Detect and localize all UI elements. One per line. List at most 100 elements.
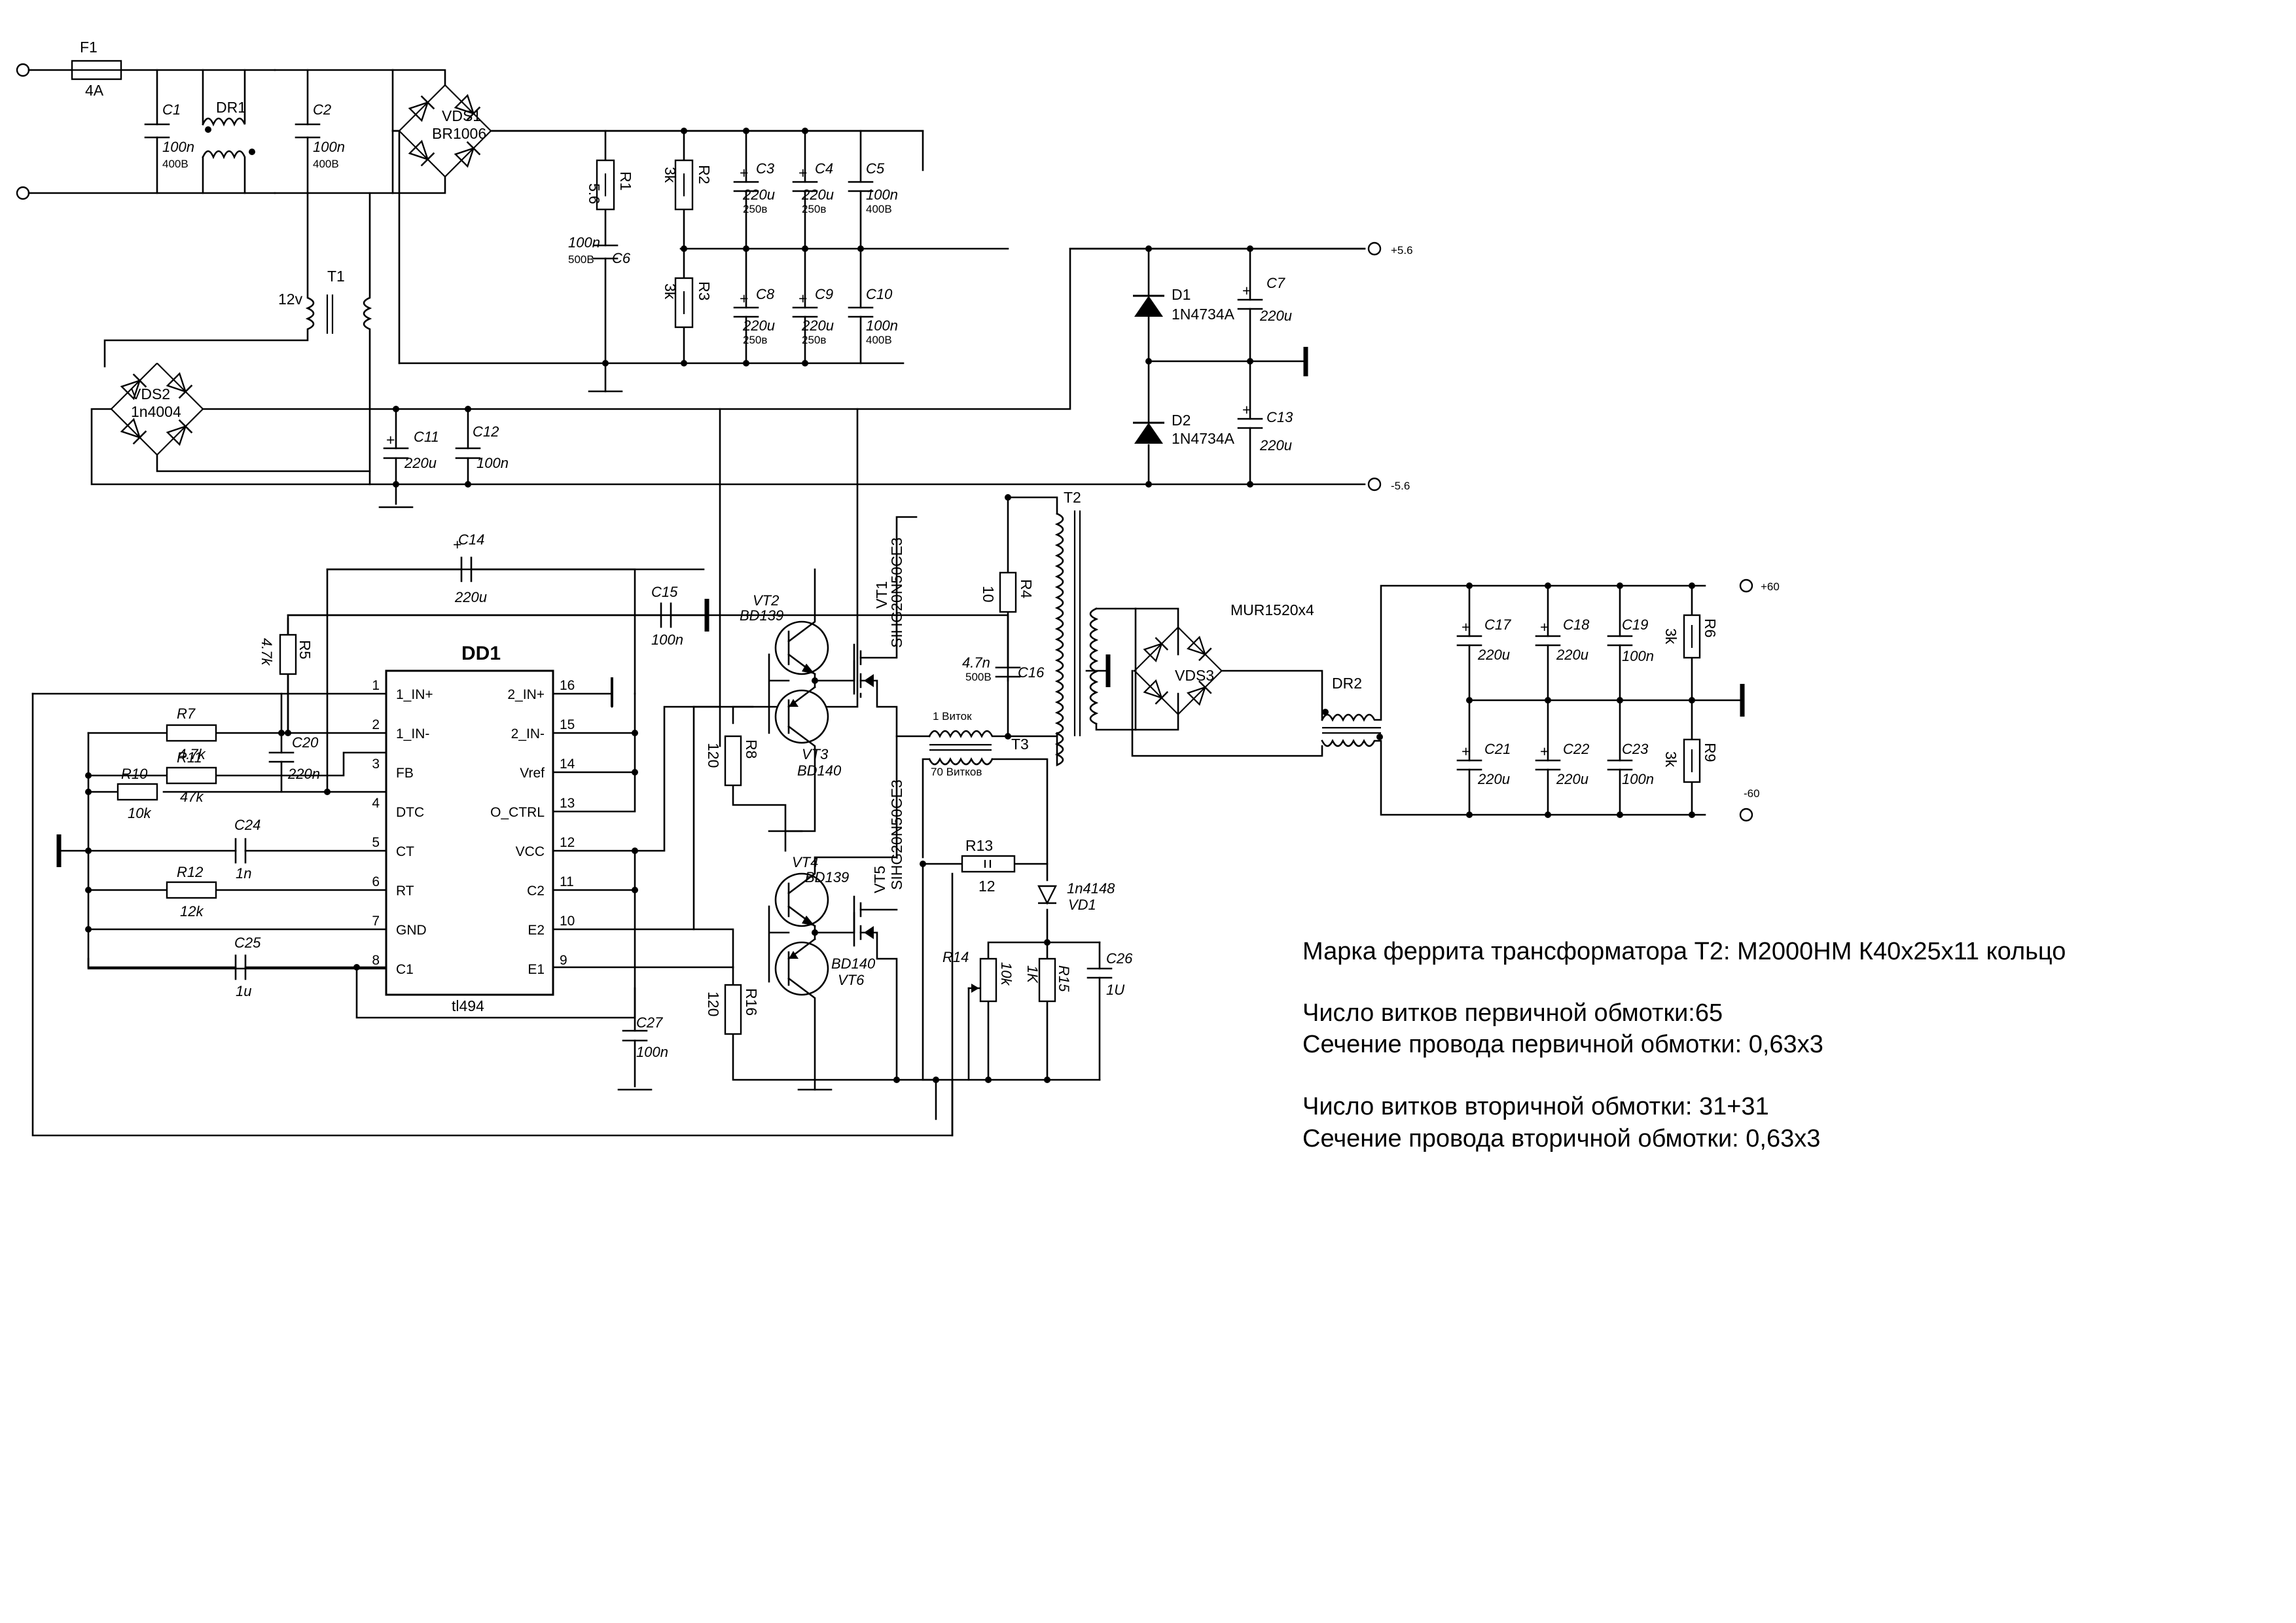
ic-pin-number: 5 [372, 835, 380, 850]
transistor-vt2 [774, 620, 829, 675]
svg-text:C15: C15 [651, 584, 678, 600]
svg-text:C21: C21 [1484, 741, 1511, 757]
svg-text:+: + [386, 431, 395, 448]
svg-text:R8: R8 [743, 740, 760, 758]
svg-text:VT4: VT4 [792, 854, 818, 870]
svg-text:C14: C14 [458, 531, 484, 548]
ic-pin-name: CT [396, 844, 414, 859]
zener-supply: D1 1N4734A D2 1N4734A + C7 220u + C13 22… [1069, 241, 1413, 492]
ic-right-pins: 162_IN+152_IN-14Vref13O_CTRL12VCC11C210E… [490, 678, 575, 977]
svg-text:VDS2: VDS2 [131, 385, 170, 402]
mosfet-vt5: VT5 SIHG20N50CE3 [814, 779, 905, 1081]
ic-pin-number: 6 [372, 874, 380, 889]
capacitor-c10: C10 100n 400В [848, 247, 898, 365]
svg-text:+: + [1242, 282, 1251, 299]
svg-text:10k: 10k [128, 805, 151, 821]
capacitor-c4: + C4 220u 250в [792, 130, 834, 250]
svg-text:100n: 100n [636, 1044, 668, 1060]
transistor-vt3 [774, 689, 829, 744]
svg-text:MUR1520x4: MUR1520x4 [1230, 601, 1314, 618]
svg-text:1U: 1U [1106, 982, 1124, 998]
svg-text:C13: C13 [1266, 409, 1293, 425]
output-caps: + C17 220u + C21 220u + C18 220u + C22 2… [1456, 579, 1780, 822]
ic-pin-number: 16 [560, 678, 575, 693]
svg-text:C25: C25 [234, 935, 261, 951]
ic-pin-name: GND [396, 923, 427, 938]
ic-pin-name: E1 [528, 962, 545, 977]
capacitor-c3: + C3 220u 250в [733, 130, 775, 250]
svg-text:VDS3: VDS3 [1175, 667, 1214, 684]
svg-text:C18: C18 [1563, 616, 1590, 633]
ic-right-network: C27 100n [552, 408, 859, 1091]
svg-text:12: 12 [978, 878, 996, 895]
current-sense: R13 12 1n4148 VD1 R14 10k 1K R15 C26 1U [920, 837, 1133, 1137]
svg-text:220n: 220n [287, 766, 320, 782]
svg-text:4.7k: 4.7k [178, 746, 206, 762]
transformer-t3: 1 Виток 70 Витков T3 [895, 710, 1058, 865]
svg-text:R5: R5 [296, 640, 314, 659]
rail-minus-60: -60 [1744, 787, 1760, 800]
svg-text:T3: T3 [1011, 736, 1029, 753]
rail-minus-5-6: -5.6 [1391, 480, 1410, 492]
svg-text:1N4734A: 1N4734A [1172, 306, 1235, 323]
svg-text:C10: C10 [866, 286, 893, 302]
bridge-vds1: VDS1 BR1006 [399, 85, 491, 177]
ic-pin-number: 8 [372, 953, 380, 968]
ic-dd1: DD1 tl494 11_IN+21_IN-3FB4DTC5CT6RT7GND8… [372, 643, 575, 1014]
ic-pin-name: E2 [528, 923, 545, 938]
capacitor-c6: 100n 500В C6 [568, 234, 631, 266]
c2-ref: C2 [313, 101, 331, 118]
svg-text:BD140: BD140 [797, 762, 842, 779]
svg-text:100n: 100n [313, 139, 345, 155]
zener-d2 [1132, 421, 1166, 445]
svg-text:3k: 3k [662, 167, 679, 183]
svg-text:R4: R4 [1018, 579, 1035, 599]
ic-pin-name: DTC [396, 805, 424, 820]
svg-text:BD139: BD139 [740, 607, 783, 624]
mosfet-vt1: VT1 SIHG20N50CE3 [814, 516, 918, 859]
svg-text:100n: 100n [1622, 771, 1654, 787]
svg-text:C16: C16 [1018, 664, 1045, 681]
ic-pin-number: 9 [560, 953, 567, 968]
svg-text:R14: R14 [942, 949, 969, 965]
svg-text:DR2: DR2 [1332, 675, 1362, 692]
note-primary-turns: Число витков первичной обмотки:65 [1302, 999, 1723, 1027]
svg-text:VD1: VD1 [1068, 897, 1096, 913]
ic-pin-name: Vref [520, 766, 545, 781]
svg-text:C17: C17 [1484, 616, 1511, 633]
mains-terminal-l [16, 63, 30, 77]
ic-pin-number: 10 [560, 914, 575, 929]
rail-plus-60: +60 [1761, 580, 1780, 593]
svg-text:SIHG20N50CE3: SIHG20N50CE3 [888, 537, 905, 648]
svg-text:BD139: BD139 [805, 869, 849, 885]
svg-text:R1: R1 [617, 171, 634, 190]
svg-text:220u: 220u [801, 187, 834, 203]
note-primary-wire: Сечение провода первичной обмотки: 0,63х… [1302, 1031, 1823, 1058]
svg-text:VT1: VT1 [873, 581, 890, 609]
svg-text:R15: R15 [1056, 965, 1072, 992]
svg-text:100n: 100n [866, 187, 898, 203]
svg-text:R7: R7 [177, 705, 196, 722]
svg-text:250в: 250в [743, 203, 767, 215]
svg-text:400В: 400В [866, 334, 892, 346]
ic-pin-number: 13 [560, 796, 575, 811]
svg-text:C22: C22 [1563, 741, 1589, 757]
svg-text:T2: T2 [1064, 489, 1081, 506]
svg-text:+: + [1462, 618, 1470, 635]
snubber-r4-c16: R4 10 4.7n 500В C16 [962, 494, 1045, 740]
svg-text:VT2: VT2 [753, 592, 779, 609]
svg-text:220u: 220u [1556, 771, 1588, 787]
svg-text:1n4004: 1n4004 [131, 403, 181, 420]
svg-text:C19: C19 [1622, 616, 1648, 633]
svg-text:100n: 100n [1622, 648, 1654, 664]
resistor-r2: 3k R2 [662, 130, 713, 365]
svg-text:500В: 500В [965, 671, 992, 683]
ic-pin-number: 15 [560, 717, 575, 732]
svg-text:C27: C27 [636, 1014, 663, 1031]
svg-text:120: 120 [705, 743, 722, 768]
ic-pin-name: C1 [396, 962, 414, 977]
f1-value: 4A [85, 82, 104, 99]
ic-pin-number: 7 [372, 914, 380, 929]
transformer-t1: T1 12v [103, 192, 372, 486]
